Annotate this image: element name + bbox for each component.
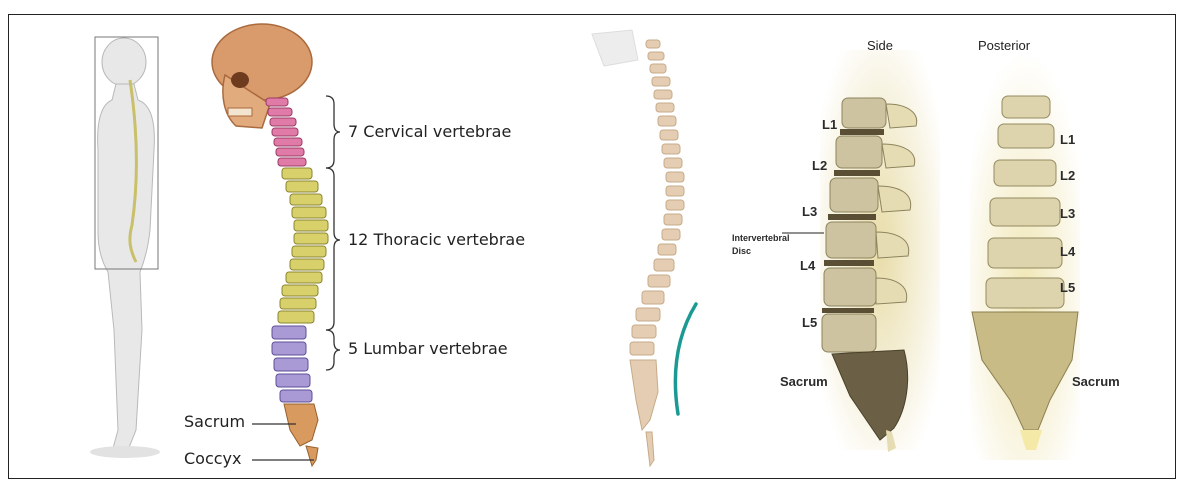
- intervertebral-disc-label-line1: Intervertebral: [732, 233, 790, 244]
- spine-regions-panel: 7 Cervical vertebrae 12 Thoracic vertebr…: [0, 0, 590, 485]
- posterior-label-l3: L3: [1060, 206, 1075, 221]
- side-view-title: Side: [867, 38, 893, 53]
- thoracic-vertebrae: [278, 168, 328, 323]
- posterior-label-l4: L4: [1060, 244, 1075, 259]
- spine-side-illustration: [580, 0, 720, 485]
- skull: [212, 24, 312, 128]
- spine-curvature-panel: [580, 0, 720, 485]
- side-label-l5: L5: [802, 315, 817, 330]
- cervical-label: 7 Cervical vertebrae: [348, 122, 511, 141]
- region-braces: [326, 96, 340, 370]
- intervertebral-disc-label-line2: Disc: [732, 246, 751, 257]
- thoracic-label: 12 Thoracic vertebrae: [348, 230, 525, 249]
- lumbar-side-view: [782, 50, 940, 452]
- posterior-view-title: Posterior: [978, 38, 1030, 53]
- side-label-l2: L2: [812, 158, 827, 173]
- side-label-l3: L3: [802, 204, 817, 219]
- side-label-l4: L4: [800, 258, 815, 273]
- ground-shadow: [90, 446, 160, 458]
- sacrum-bone: [284, 404, 318, 446]
- coccyx-label: Coccyx: [184, 449, 242, 468]
- coccyx-bone: [306, 446, 318, 466]
- lumbar-vertebrae: [272, 326, 312, 402]
- side-label-sacrum: Sacrum: [780, 374, 828, 389]
- posterior-label-sacrum: Sacrum: [1072, 374, 1120, 389]
- sacrum-label: Sacrum: [184, 412, 245, 431]
- cervical-vertebrae: [266, 98, 306, 166]
- posterior-label-l1: L1: [1060, 132, 1075, 147]
- lumbar-views-panel: Side Posterior L1 L2 L3 Intervertebral D…: [720, 0, 1180, 485]
- posterior-label-l5: L5: [1060, 280, 1075, 295]
- body-silhouette: [98, 38, 155, 452]
- lumbar-label: 5 Lumbar vertebrae: [348, 339, 508, 358]
- posterior-label-l2: L2: [1060, 168, 1075, 183]
- lordosis-curve-line: [675, 304, 696, 414]
- side-label-l1: L1: [822, 117, 837, 132]
